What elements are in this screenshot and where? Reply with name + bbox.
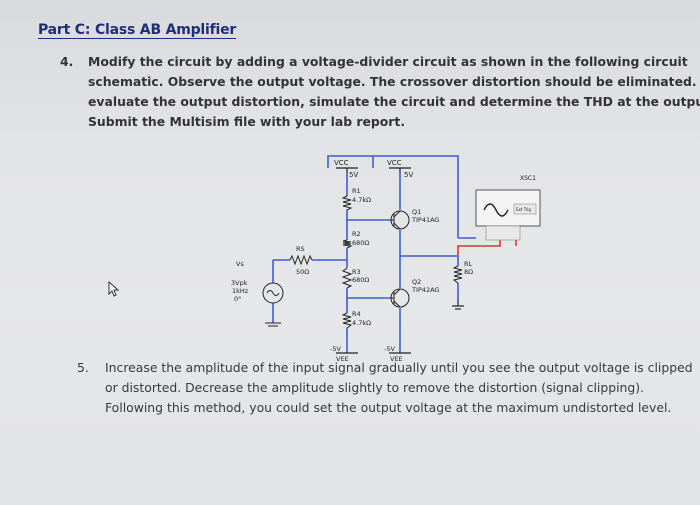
vcc1-value: 5V [349,171,358,179]
question-4-line: Submit the Multisim file with your lab r… [88,114,406,129]
r3-label: R3 [352,268,361,276]
q2-label: Q2 [412,278,421,286]
question-5-line: Increase the amplitude of the input sign… [105,360,693,375]
wires [272,155,476,353]
question-5-line: Following this method, you could set the… [105,400,672,415]
oscilloscope [475,189,541,241]
r3-value: 680Ω [352,276,369,284]
r1-resistor [341,195,353,211]
r4-value: 4.7kΩ [352,319,371,327]
vee1-value: -5V [330,345,341,353]
transistors [390,210,410,308]
vee2-label: VEE [390,355,403,363]
question-5-line: or distorted. Decrease the amplitude sli… [105,380,645,395]
r1-label: R1 [352,187,361,195]
vee-symbols [336,298,464,354]
vcc2-value: 5V [404,171,413,179]
question-4-line: schematic. Observe the output voltage. T… [88,74,700,89]
vs-phase: 0° [234,295,241,303]
question-4-line: evaluate the output distortion, simulate… [88,94,700,109]
rs-label: RS [296,245,305,253]
question-4-line: Modify the circuit by adding a voltage-d… [88,54,688,69]
r2-label: R2 [352,230,361,238]
section-heading: Part C: Class AB Amplifier [38,22,237,39]
rs-value: 50Ω [296,268,309,276]
circuit-schematic: VCC 5V VCC 5V R1 4.7kΩ R2 680Ω R3 680Ω R… [231,155,541,363]
rl-resistor [452,265,463,284]
question-5: 5. Increase the amplitude of the input s… [77,358,693,418]
vs-amplitude: 3Vpk [231,279,248,287]
question-5-number: 5. [77,360,89,375]
r2-resistor [342,239,353,249]
r2-value: 680Ω [352,239,369,247]
scope-label: XSC1 [520,175,536,182]
r4-label: R4 [352,310,361,318]
vs-frequency: 1kHz [232,287,249,295]
vee1-label: VEE [336,355,349,363]
resistors [289,195,463,329]
question-4: 4. Modify the circuit by adding a voltag… [60,52,700,132]
r3-resistor [341,267,353,289]
wire-red [457,240,517,256]
ac-source [262,282,284,327]
vs-label: Vs [236,260,244,268]
q2-model: TIP42AG [411,286,439,294]
vcc-symbols [336,167,411,173]
mouse-cursor-icon [108,281,120,297]
r1-value: 4.7kΩ [352,196,371,204]
rl-value: 8Ω [464,268,473,276]
r4-resistor [341,312,353,329]
q1-model: TIP41AG [411,216,439,224]
vcc2-label: VCC [387,159,402,167]
q1-label: Q1 [412,208,421,216]
question-4-number: 4. [60,54,74,69]
vee2-value: -5V [384,345,395,353]
vcc1-label: VCC [334,159,349,167]
rs-resistor [289,254,313,266]
scope-ext-trig: Ext Trig [516,207,531,212]
rl-label: RL [464,260,473,268]
